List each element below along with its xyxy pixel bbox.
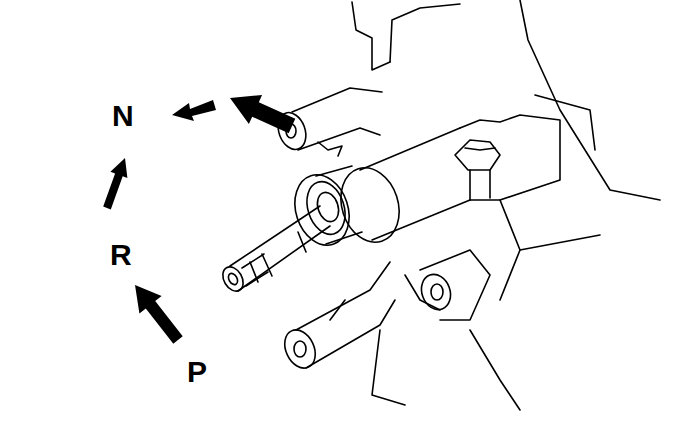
arrow-large bbox=[230, 95, 295, 133]
gear-position-label: R bbox=[110, 240, 132, 270]
gear-position-label: P bbox=[187, 357, 207, 387]
gear-position-label: N bbox=[112, 101, 134, 131]
arrow-r-to-n bbox=[103, 158, 127, 209]
arrow-p-to-r bbox=[135, 285, 183, 344]
arrow-small bbox=[172, 100, 216, 121]
